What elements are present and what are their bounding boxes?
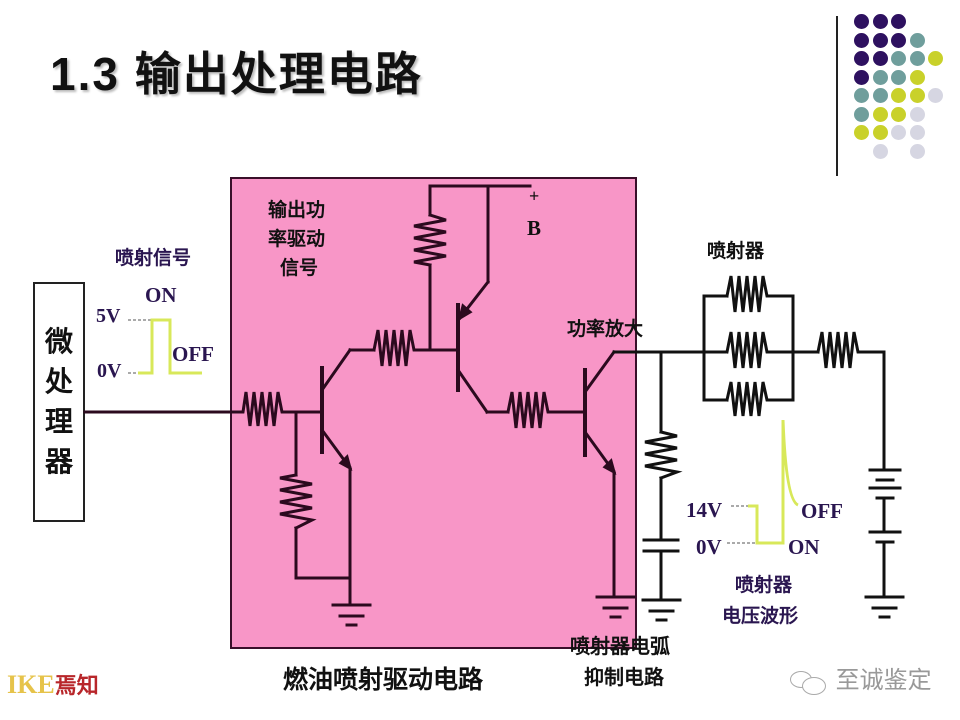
injector-coil-1 [725, 275, 795, 313]
microprocessor-label-char: 器 [44, 445, 73, 478]
decorative-dot [872, 143, 888, 159]
waveform-title-line2: 电压波形 [722, 605, 799, 627]
resistor-r3 [413, 213, 447, 267]
decorative-dot [854, 51, 869, 66]
microprocessor-label-char: 处 [44, 365, 73, 398]
arc-suppress-line2: 抑制电路 [584, 665, 664, 689]
decorative-dot [854, 69, 869, 85]
brand-logo-latin: IKE [7, 670, 55, 699]
decorative-dot [872, 69, 888, 85]
decorative-dot [909, 143, 925, 159]
signal-0v-label: 0V [97, 360, 122, 382]
resistor-r4 [506, 391, 587, 429]
injection-signal-waveform [128, 318, 202, 375]
decorative-dot [872, 125, 888, 140]
resistor-r1 [236, 391, 300, 427]
resistor-series [816, 331, 886, 369]
decorative-dot [872, 88, 888, 103]
waveform-on-label: ON [788, 535, 820, 559]
injection-signal-label: 喷射信号 [115, 247, 192, 269]
q1-emitter-arrow [338, 454, 353, 472]
microprocessor-label: 微处理器 [35, 322, 83, 482]
decorative-dot [872, 14, 888, 29]
power-amp-label: 功率放大 [567, 318, 644, 340]
drive-signal-label: 输出功 率驱动 信号 [268, 196, 325, 283]
watermark: 至诚鉴定 [788, 660, 932, 695]
decorative-dot [872, 106, 888, 122]
decorative-dot [854, 125, 869, 140]
decorative-dot [872, 51, 888, 66]
decorative-dot [854, 14, 869, 29]
resistor-arc-suppress [644, 430, 683, 480]
decorative-dot [928, 88, 943, 103]
decorative-dot [891, 14, 906, 29]
decorative-dot [854, 88, 869, 103]
circuit-caption: 燃油喷射驱动电路 [283, 665, 484, 694]
drive-signal-line: 率驱动 [268, 228, 326, 250]
injector-coil-3 [725, 381, 795, 417]
waveform-off-label: OFF [801, 499, 843, 523]
decorative-dot [891, 32, 906, 48]
supply-plus-label: + [529, 186, 540, 206]
decorative-dot [909, 32, 925, 48]
arc-suppress-line1: 喷射器电弧 [570, 634, 670, 658]
signal-5v-label: 5V [96, 305, 121, 327]
decorative-dot [909, 125, 925, 140]
decorative-dot [891, 125, 906, 140]
brand-logo: IKE焉知 [7, 668, 99, 700]
signal-on-label: ON [145, 283, 177, 307]
injector-coil-2 [725, 331, 795, 369]
decorative-dot [854, 32, 869, 48]
decorative-dot [891, 69, 906, 85]
decorative-dot [909, 88, 925, 103]
q3-emitter-arrow [602, 458, 617, 476]
microprocessor-label-char: 微 [44, 325, 73, 358]
q2-emitter-arrow [457, 303, 473, 322]
supply-b-label: B [527, 216, 542, 240]
decorative-dot [909, 69, 925, 85]
decorative-dot [891, 51, 906, 66]
drive-signal-line: 输出功 [268, 199, 326, 221]
injector-voltage-waveform [727, 419, 799, 545]
injector-label: 喷射器 [707, 240, 765, 262]
decorative-dot-grid [854, 14, 954, 159]
microprocessor-label-char: 理 [44, 405, 73, 438]
waveform-14v-label: 14V [686, 498, 723, 522]
decorative-dot [909, 106, 925, 122]
resistor-pulldown [279, 473, 317, 531]
decorative-dot [891, 106, 906, 122]
microprocessor-box: 微处理器 [33, 282, 85, 522]
waveform-0v-label: 0V [696, 535, 722, 559]
waveform-title-line1: 喷射器 [735, 574, 793, 596]
signal-off-label: OFF [172, 342, 214, 366]
slide-title: 1.3 输出处理电路 [50, 48, 423, 100]
drive-signal-line: 信号 [280, 257, 319, 279]
watermark-text: 至诚鉴定 [835, 666, 932, 694]
decorative-dot [854, 106, 869, 122]
brand-logo-cjk: 焉知 [54, 673, 99, 698]
decorative-dot [928, 51, 943, 66]
resistor-r2 [372, 329, 432, 367]
decorative-dot [909, 51, 925, 66]
divider-line [836, 16, 838, 176]
decorative-dot [891, 88, 906, 103]
wechat-icon [788, 669, 828, 695]
decorative-dot [872, 32, 888, 48]
